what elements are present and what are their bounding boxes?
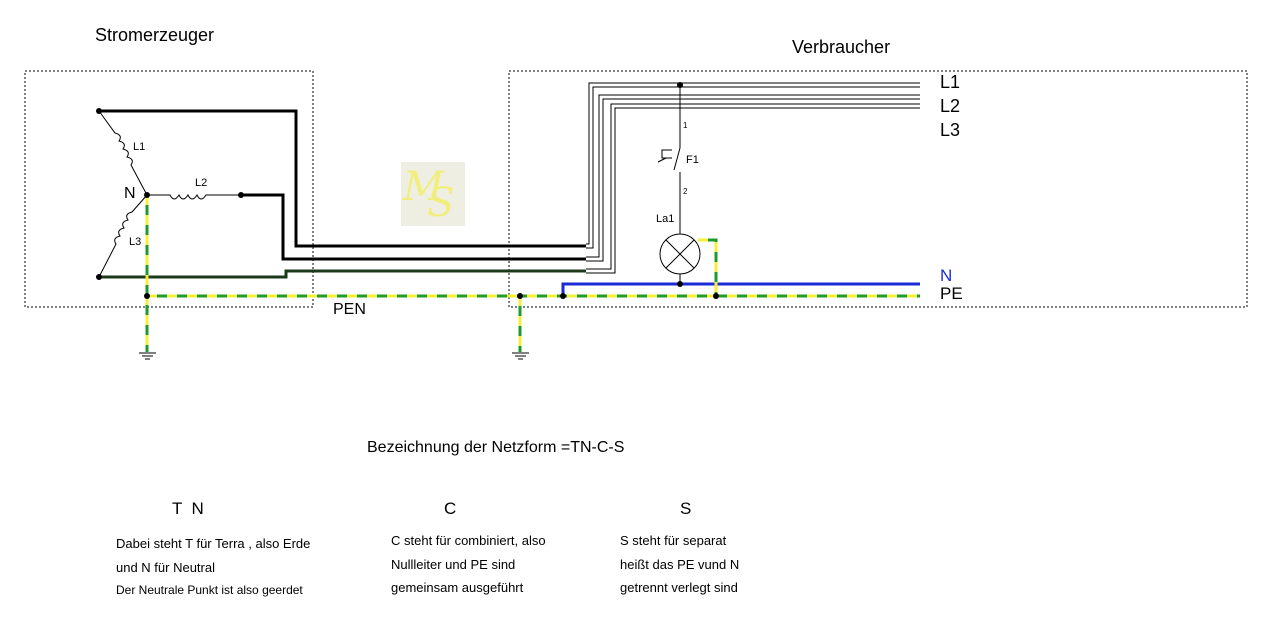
neutral-conductor — [561, 282, 920, 296]
coil-l2-label: L2 — [195, 177, 208, 189]
ground-symbol-right — [512, 352, 529, 360]
column-tn-line-1: Dabei steht T für Terra , also Erde — [116, 536, 311, 551]
consumer-frame — [508, 70, 1248, 308]
lamp-label: La1 — [656, 213, 675, 225]
generator-label: Stromerzeuger — [95, 25, 215, 45]
consumer-label: Verbraucher — [792, 37, 891, 57]
column-tn-line-3: Der Neutrale Punkt ist also geerdet — [116, 583, 303, 597]
generator-frame — [24, 70, 314, 308]
fuse-pin1-label: 1 — [683, 121, 688, 130]
column-c-line-3: gemeinsam ausgeführt — [391, 580, 524, 595]
line-n-label: N — [940, 266, 953, 285]
line-l3-label: L3 — [940, 120, 961, 140]
line-l2-generator — [241, 193, 586, 261]
consumer-phase-lines — [586, 82, 920, 274]
column-c-line-2: Nullleiter und PE sind — [391, 557, 516, 572]
column-c-line-1: C steht für combiniert, also — [391, 533, 546, 548]
generator-star — [98, 110, 241, 278]
fuse-label: F1 — [686, 154, 699, 166]
line-l3-generator — [99, 269, 586, 279]
coil-l3-label: L3 — [129, 236, 142, 248]
watermark-letter-m: M — [403, 164, 444, 210]
net-form-heading: Bezeichnung der Netzform =TN-C-S — [367, 439, 625, 456]
earth-conductors — [145, 195, 920, 352]
line-l1-label: L1 — [940, 72, 961, 92]
column-s-line-2: heißt das PE vund N — [620, 557, 740, 572]
ms-watermark-logo: M S — [401, 162, 465, 226]
column-s-line-3: getrennt verlegt sind — [620, 580, 738, 595]
line-pe-label: PE — [940, 284, 963, 303]
line-l1-generator — [99, 109, 586, 248]
coil-l1-label: L1 — [133, 141, 146, 153]
neutral-point-label: N — [124, 185, 136, 202]
column-tn-letter: T N — [172, 499, 204, 518]
fuse-branch — [657, 85, 701, 284]
column-c-letter: C — [444, 499, 457, 518]
line-l2-label: L2 — [940, 96, 961, 116]
watermark-letter-s: S — [427, 180, 455, 226]
column-s-letter: S — [680, 499, 692, 518]
junction-dots — [96, 82, 719, 299]
pen-label: PEN — [333, 301, 366, 318]
phase-conductors — [99, 109, 586, 279]
column-tn-line-2: und N für Neutral — [116, 560, 215, 575]
ground-symbol-left — [139, 352, 156, 360]
fuse-pin2-label: 2 — [683, 187, 688, 196]
column-s-line-1: S steht für separat — [620, 533, 727, 548]
